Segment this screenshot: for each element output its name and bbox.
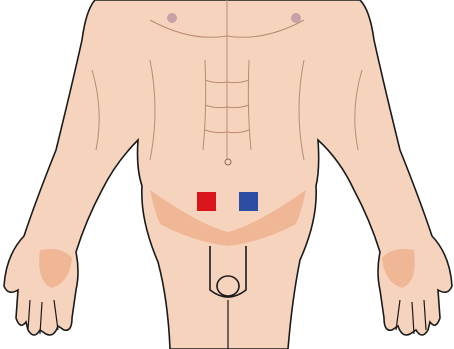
- right-nipple: [291, 13, 301, 23]
- right-marker: [239, 192, 258, 211]
- genital-outline: [210, 246, 246, 297]
- left-marker: [197, 192, 216, 211]
- left-nipple: [167, 13, 177, 23]
